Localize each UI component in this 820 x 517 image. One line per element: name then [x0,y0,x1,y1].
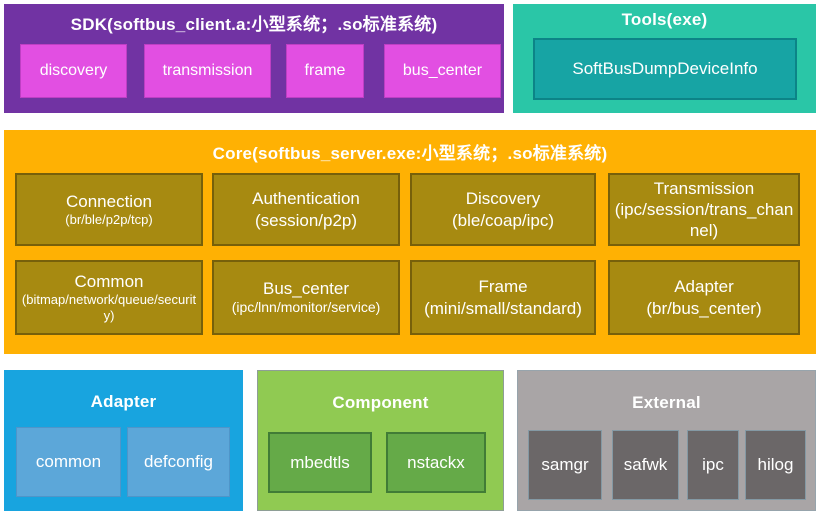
external-title: External [632,393,701,412]
adapter-block: Adapter common defconfig [4,370,243,511]
tools-item-softbusdumpdeviceinfo: SoftBusDumpDeviceInfo [533,38,797,100]
component-block: Component mbedtls nstackx [257,370,504,511]
core-cell-transmission-subtitle: (ipc/session/trans_channel) [614,199,794,241]
component-item-nstackx-label: nstackx [407,452,465,472]
core-cell-bus-center-subtitle: (ipc/lnn/monitor/service) [231,299,381,316]
core-cell-transmission-title: Transmission [653,178,755,198]
core-cell-adapter-subtitle: (br/bus_center) [646,298,762,318]
external-item-safwk-label: safwk [623,455,668,475]
adapter-item-defconfig: defconfig [127,427,230,497]
tools-block: Tools(exe) SoftBusDumpDeviceInfo [513,4,816,113]
external-item-hilog-label: hilog [757,455,794,475]
core-cell-discovery-title: Discovery [465,189,541,209]
core-cell-discovery: Discovery (ble/coap/ipc) [410,173,596,246]
tools-title: Tools(exe) [621,10,708,29]
sdk-item-bus-center: bus_center [384,44,501,98]
adapter-title: Adapter [90,392,157,411]
core-cell-authentication: Authentication (session/p2p) [212,173,400,246]
core-cell-common-title: Common [74,271,144,291]
sdk-item-bus-center-label: bus_center [402,62,483,79]
core-cell-authentication-title: Authentication [252,189,360,209]
external-item-samgr-label: samgr [541,455,589,475]
sdk-item-frame-label: frame [304,62,346,79]
core-cell-discovery-subtitle: (ble/coap/ipc) [451,210,555,230]
external-item-ipc: ipc [687,430,739,500]
external-item-safwk: safwk [612,430,679,500]
core-cell-common: Common (bitmap/network/queue/security) [15,260,203,335]
external-item-samgr: samgr [528,430,602,500]
component-item-nstackx: nstackx [386,432,486,493]
core-cell-authentication-subtitle: (session/p2p) [254,210,358,230]
core-cell-connection-title: Connection [65,191,152,211]
sdk-item-frame: frame [286,44,364,98]
adapter-item-common: common [16,427,121,497]
core-cell-adapter-title: Adapter [674,277,734,297]
core-cell-connection-subtitle: (br/ble/p2p/tcp) [65,212,153,227]
core-cell-frame: Frame (mini/small/standard) [410,260,596,335]
external-item-hilog: hilog [745,430,806,500]
core-cell-bus-center-title: Bus_center [263,279,349,299]
core-cell-common-subtitle: (bitmap/network/queue/security) [21,291,197,324]
sdk-block: SDK(softbus_client.a:小型系统；.so标准系统) disco… [4,4,504,113]
component-item-mbedtls: mbedtls [268,432,372,493]
sdk-item-discovery: discovery [20,44,127,98]
component-title: Component [332,393,429,412]
core-block: Core(softbus_server.exe:小型系统；.so标准系统) Co… [4,130,816,354]
core-title: Core(softbus_server.exe:小型系统；.so标准系统) [212,144,608,163]
core-cell-frame-subtitle: (mini/small/standard) [424,298,582,318]
external-block: External samgr safwk ipc hilog [517,370,816,511]
core-cell-connection: Connection (br/ble/p2p/tcp) [15,173,203,246]
core-cell-bus-center: Bus_center (ipc/lnn/monitor/service) [212,260,400,335]
sdk-item-transmission-label: transmission [162,62,253,79]
sdk-item-discovery-label: discovery [39,62,108,79]
adapter-item-common-label: common [35,452,102,472]
sdk-title: SDK(softbus_client.a:小型系统；.so标准系统) [70,15,438,34]
sdk-item-transmission: transmission [144,44,271,98]
core-cell-frame-title: Frame [478,277,528,297]
adapter-item-defconfig-label: defconfig [144,452,213,472]
external-item-ipc-label: ipc [702,455,724,475]
core-cell-adapter: Adapter (br/bus_center) [608,260,800,335]
core-cell-transmission: Transmission (ipc/session/trans_channel) [608,173,800,246]
component-item-mbedtls-label: mbedtls [290,452,350,472]
tools-item-label: SoftBusDumpDeviceInfo [572,59,758,79]
